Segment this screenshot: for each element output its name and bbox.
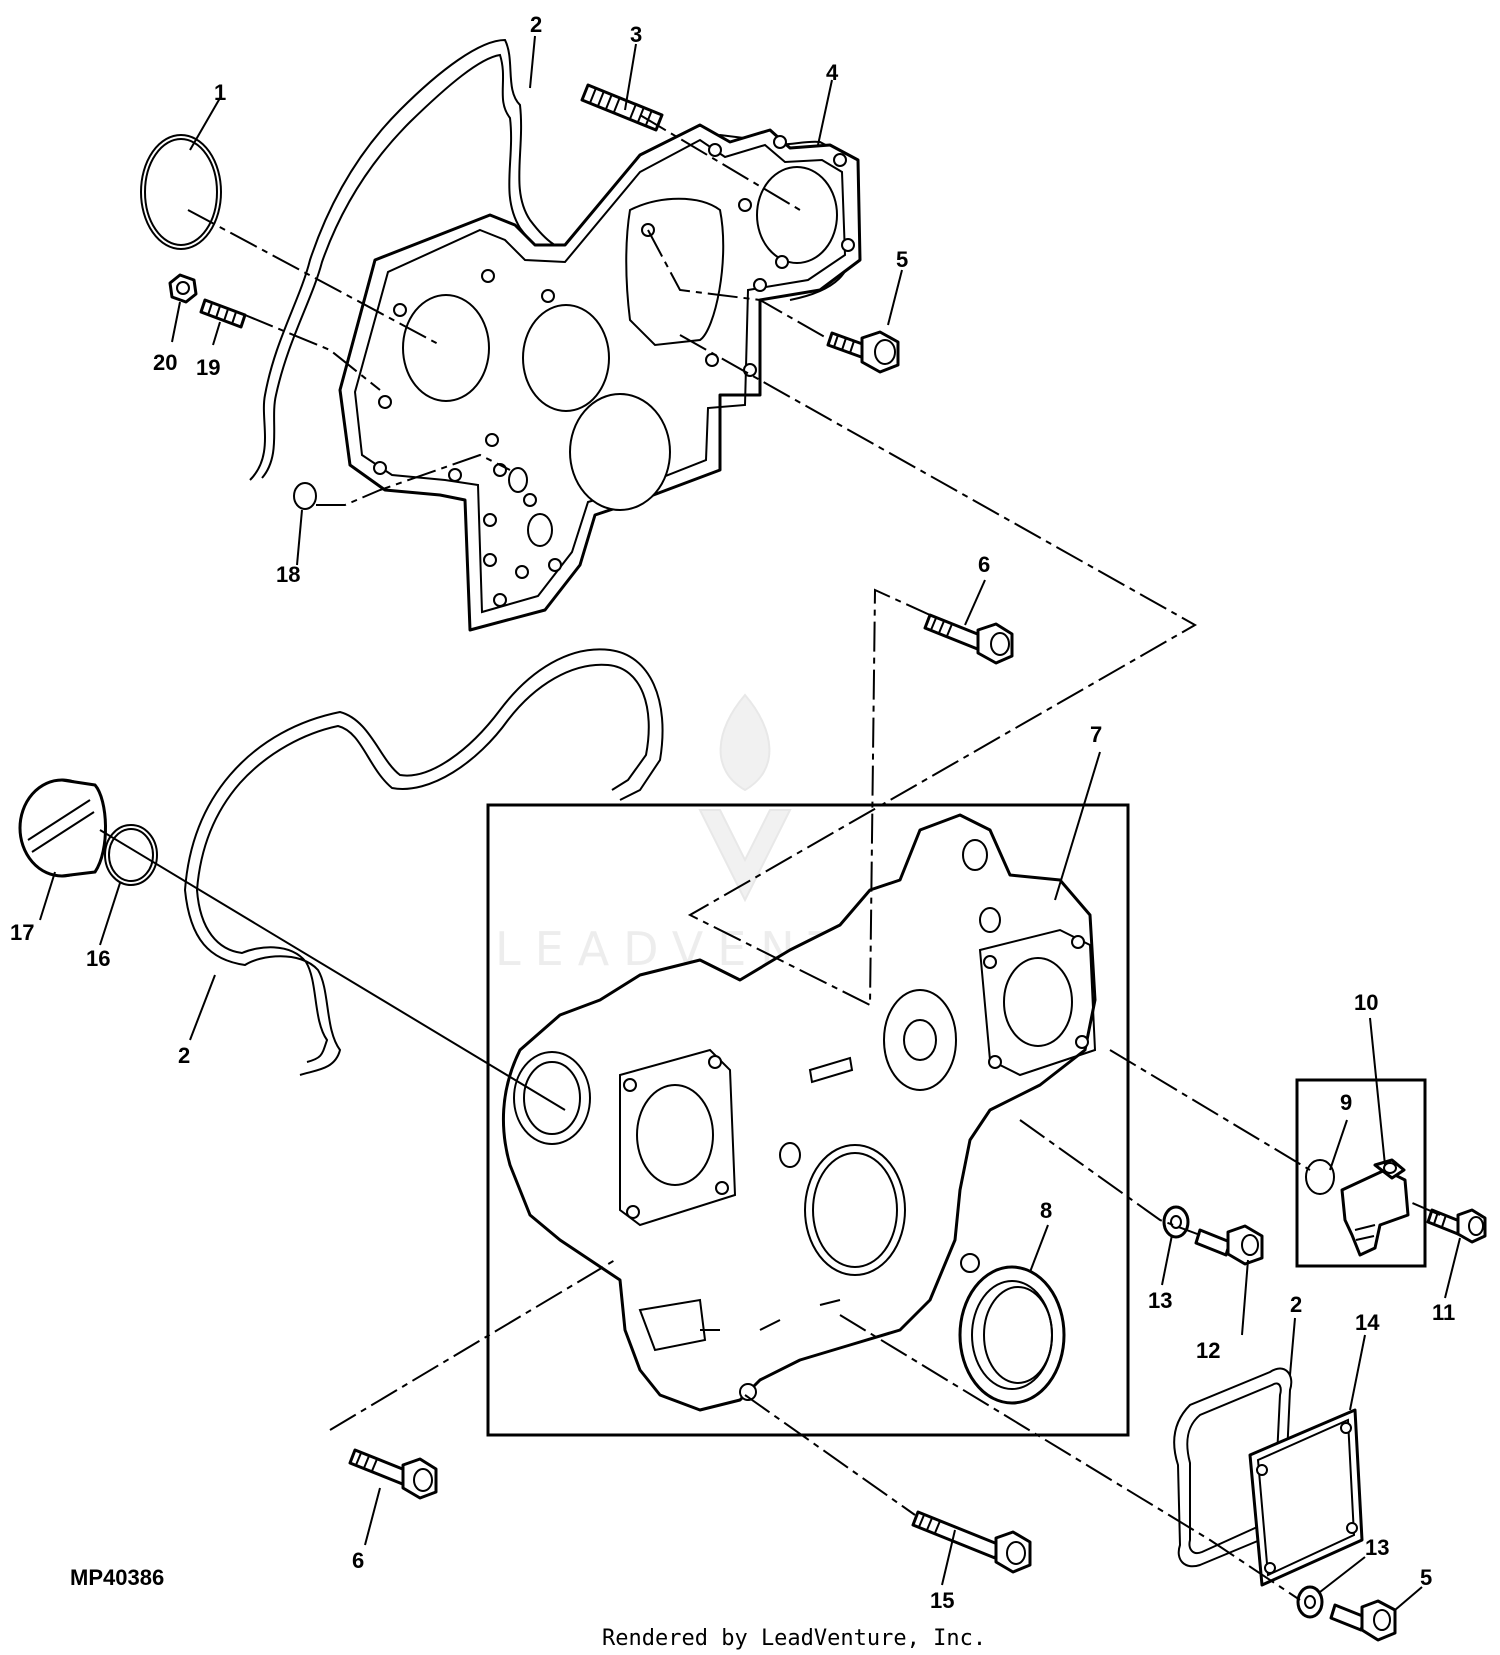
washer-13-mid [1162,1205,1190,1239]
callout-16: 16 [86,946,110,971]
callout-7: 7 [1090,722,1102,747]
seal-8 [958,1265,1066,1405]
bolt-6-lower [348,1448,438,1500]
lower-timing-gasket [183,648,664,1076]
callout-2-cover: 2 [1290,1292,1302,1317]
callout-15: 15 [930,1588,954,1613]
callout-2-lower: 2 [178,1043,190,1068]
callout-5-bottom: 5 [1420,1565,1432,1590]
callout-2-upper: 2 [530,12,542,37]
callout-10: 10 [1354,990,1378,1015]
o-ring-9 [1305,1159,1335,1195]
callout-11: 11 [1432,1300,1455,1325]
callout-8: 8 [1040,1198,1052,1223]
stud-3 [580,83,664,132]
callout-6-lower: 6 [352,1548,364,1573]
callout-17: 17 [10,920,34,945]
callout-4: 4 [826,60,839,85]
o-ring-1 [140,134,222,250]
timing-gear-housing-7 [501,813,1097,1412]
callout-9: 9 [1340,1090,1352,1115]
callout-12: 12 [1196,1338,1220,1363]
bolt-19 [199,298,247,329]
cover-plate-14 [1248,1408,1364,1587]
diagram-code: MP40386 [70,1565,164,1590]
callout-20: 20 [153,350,177,375]
bolt-12 [1194,1224,1264,1266]
render-credit: Rendered by LeadVenture, Inc. [602,1626,986,1651]
cap-17 [18,778,107,878]
bolt-5-upper [826,330,900,374]
callout-1: 1 [214,80,226,105]
callout-3: 3 [630,22,642,47]
callout-18: 18 [276,562,300,587]
callout-13-bottom: 13 [1365,1535,1389,1560]
washer-13-bottom [1296,1585,1324,1619]
callout-19: 19 [196,355,220,380]
sensor-group-box [1295,1078,1427,1268]
sensor-10 [1340,1158,1410,1257]
bolt-5-bottom [1329,1599,1397,1642]
callout-6-upper: 6 [978,552,990,577]
callout-14: 14 [1355,1310,1380,1335]
callout-13-mid: 13 [1148,1288,1172,1313]
bolt-6-upper [923,613,1014,665]
o-ring-18 [293,482,317,510]
timing-gear-housing-box [486,803,1130,1437]
bolt-15 [911,1510,1032,1574]
bolt-11 [1426,1208,1487,1244]
nut-20 [168,273,198,304]
callout-5-upper: 5 [896,247,908,272]
o-ring-16 [104,824,158,886]
